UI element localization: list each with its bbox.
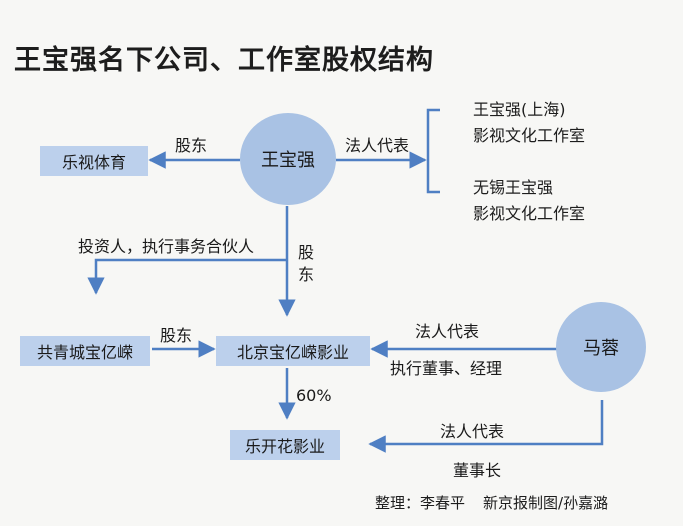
node-marong: 马蓉 (556, 302, 646, 392)
node-wangbaoqiang: 王宝强 (240, 113, 336, 205)
label-mr-beijing-bottom: 执行董事、经理 (390, 359, 503, 378)
studio-wuxi-line1: 无锡王宝强 (473, 178, 554, 197)
label-gqc-beijing: 股东 (160, 326, 193, 345)
node-gongqingcheng: 共青城宝亿嵘 (20, 336, 150, 366)
bracket-studios (426, 108, 440, 194)
node-marong-label: 马蓉 (583, 338, 619, 359)
page-title: 王宝强名下公司、工作室股权结构 (14, 45, 434, 76)
label-mr-lekaihua-top: 法人代表 (440, 422, 505, 441)
node-gongqingcheng-label: 共青城宝亿嵘 (36, 343, 133, 362)
label-investor: 投资人，执行事务合伙人 (78, 237, 255, 256)
label-beijing-lekaihua: 60% (296, 386, 332, 405)
label-mr-beijing-top: 法人代表 (415, 322, 480, 341)
label-wbq-studios: 法人代表 (345, 136, 410, 155)
node-leshi-label: 乐视体育 (61, 153, 126, 172)
node-studio-shanghai: 王宝强(上海) 影视文化工作室 (473, 97, 585, 149)
edge-investor (87, 258, 287, 295)
node-studio-wuxi: 无锡王宝强 影视文化工作室 (473, 175, 585, 227)
node-leshi: 乐视体育 (40, 146, 148, 176)
credit-editor: 整理：李春平 (375, 494, 466, 512)
credit-line: 整理：李春平新京报制图/孙嘉潞 (375, 492, 608, 513)
node-beijing-label: 北京宝亿嵘影业 (236, 343, 349, 362)
studio-shanghai-line1: 王宝强(上海) (473, 100, 566, 119)
node-lekaihua-label: 乐开花影业 (244, 437, 325, 456)
node-beijing: 北京宝亿嵘影业 (216, 336, 370, 366)
label-wbq-beijing: 股东 (297, 243, 314, 284)
label-wbq-leshi: 股东 (175, 136, 208, 155)
studio-shanghai-line2: 影视文化工作室 (473, 126, 586, 145)
studio-wuxi-line2: 影视文化工作室 (473, 204, 586, 223)
credit-graphic: 新京报制图/孙嘉潞 (483, 494, 609, 512)
label-mr-lekaihua-bottom: 董事长 (453, 461, 502, 480)
node-lekaihua: 乐开花影业 (230, 430, 340, 460)
node-wangbaoqiang-label: 王宝强 (261, 150, 315, 171)
edge-mr-lekaihua (368, 400, 604, 453)
